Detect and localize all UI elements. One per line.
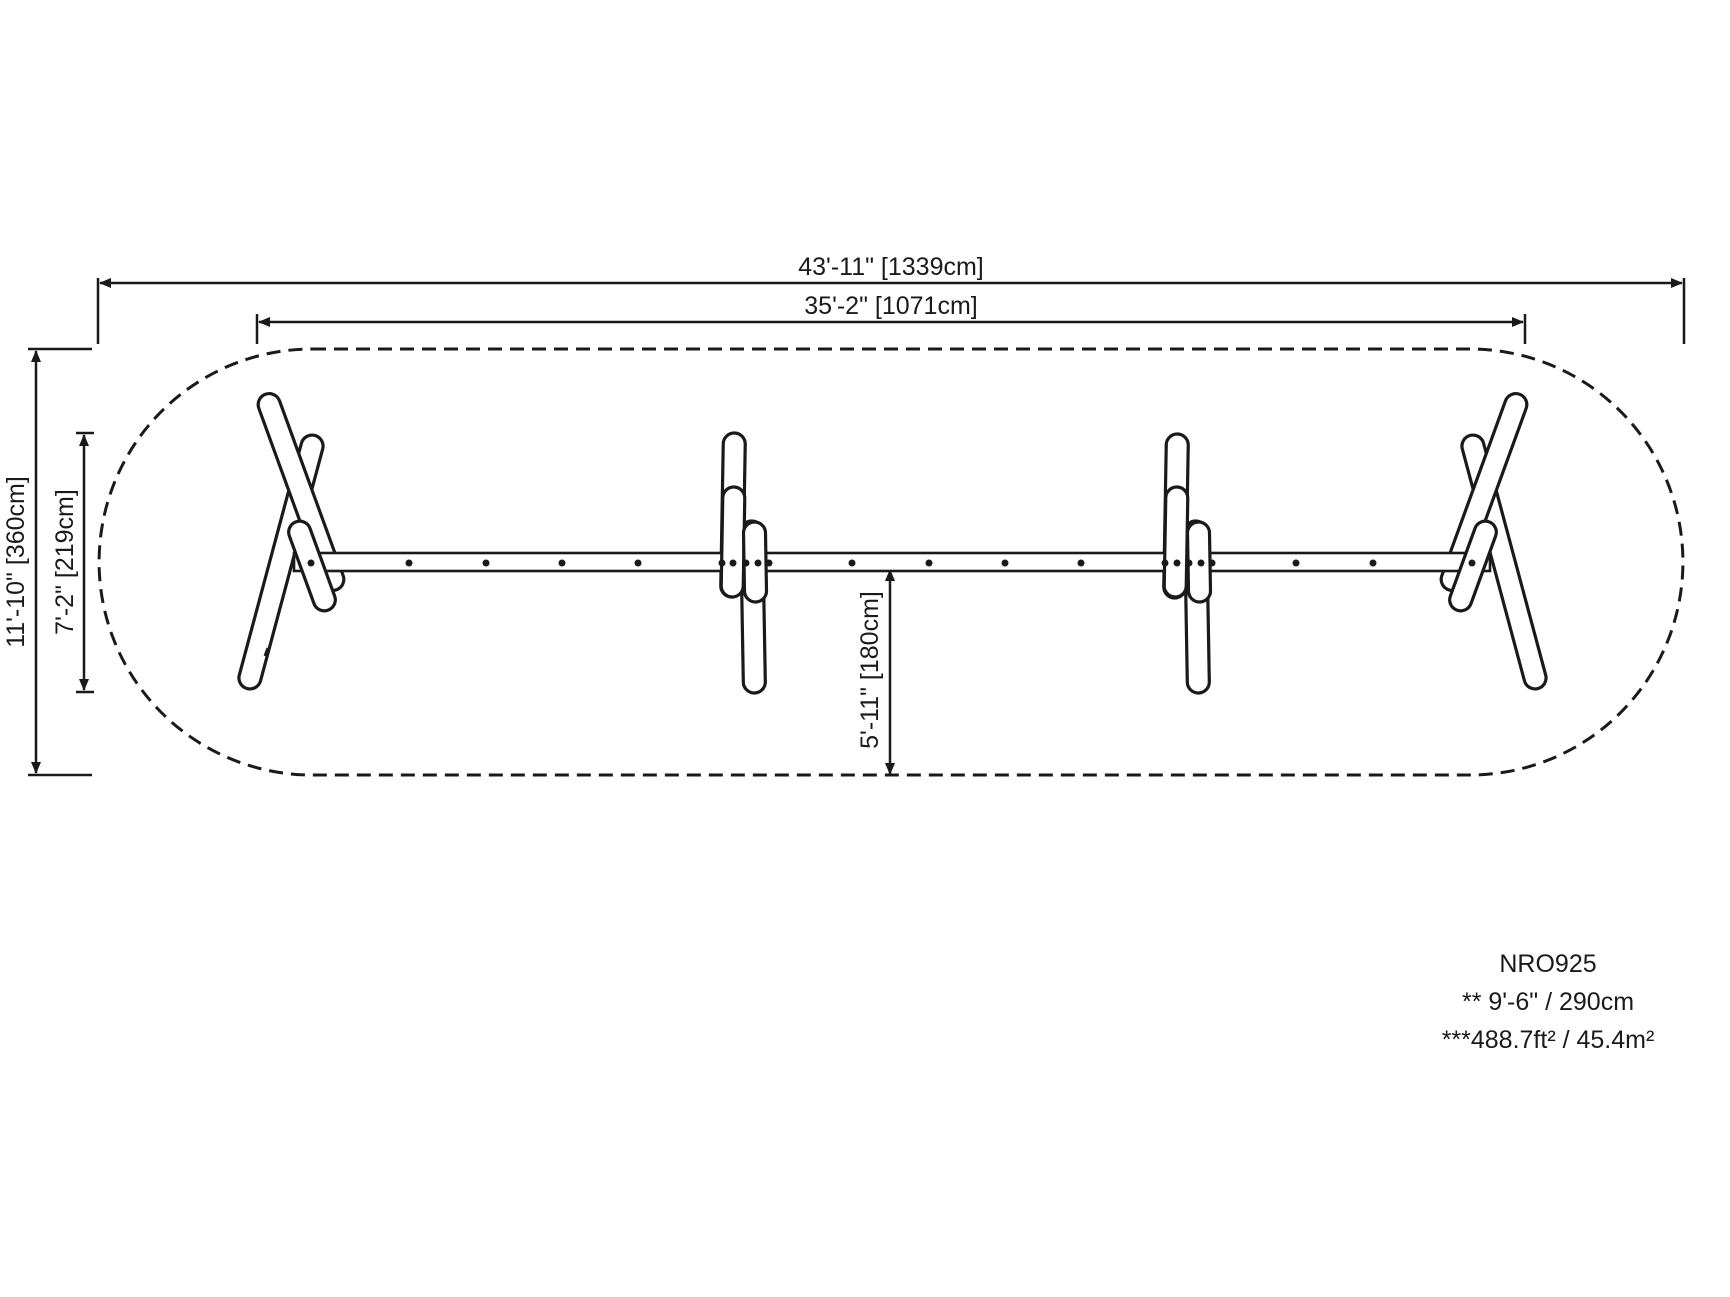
- beam-to-edge-label: 5'-11" [180cm]: [856, 591, 884, 749]
- beam-bolt: [1173, 559, 1181, 567]
- beam-bolt: [1077, 559, 1085, 567]
- beam-bolt: [307, 559, 315, 567]
- overall-length-label: 43'-11" [1339cm]: [798, 253, 984, 281]
- beam-bolts: [307, 559, 1476, 567]
- beam-bolt: [742, 559, 750, 567]
- beam-bolt: [405, 559, 413, 567]
- beam-bolt: [482, 559, 490, 567]
- right-end-a-frame: [1439, 392, 1548, 691]
- overall-width-dimension: 11'-10" [360cm]: [2, 347, 92, 777]
- beam-bolt: [634, 559, 642, 567]
- beam-bolt: [718, 559, 726, 567]
- beam-bolt: [1292, 559, 1300, 567]
- beam-bolt: [1001, 559, 1009, 567]
- area-note: ***488.7ft² / 45.4m²: [1441, 1026, 1655, 1054]
- left-end-a-frame: [237, 392, 346, 691]
- overall-width-label: 11'-10" [360cm]: [2, 476, 30, 648]
- beam-bolt: [1185, 559, 1193, 567]
- beam-bolt: [765, 559, 773, 567]
- beam-bolt: [1369, 559, 1377, 567]
- frame-width-label: 7'-2" [219cm]: [51, 489, 79, 635]
- beam-bolt: [1468, 559, 1476, 567]
- height-note: ** 9'-6" / 290cm: [1461, 988, 1635, 1016]
- frame-length-label: 35'-2" [1071cm]: [804, 292, 977, 320]
- frame-length-dimension: 35'-2" [1071cm]: [255, 292, 1527, 344]
- beam-bolt: [754, 559, 762, 567]
- beam-bolt: [848, 559, 856, 567]
- overall-length-dimension: 43'-11" [1339cm]: [96, 253, 1686, 344]
- top-beam: [292, 551, 1492, 573]
- beam-bolt: [1197, 559, 1205, 567]
- beam-bolt: [729, 559, 737, 567]
- frame-width-dimension: 7'-2" [219cm]: [51, 431, 94, 694]
- leg-overlays: [287, 485, 1498, 613]
- beam-to-edge-dimension: 5'-11" [180cm]: [847, 566, 905, 775]
- beam-bolt: [1161, 559, 1169, 567]
- beam-bolt: [558, 559, 566, 567]
- beam-bolt: [925, 559, 933, 567]
- safety-zone-outline: [97, 347, 1685, 777]
- model-number: NRO925: [1499, 950, 1597, 978]
- beam-bolt: [1208, 559, 1216, 567]
- product-notes: NRO925 ** 9'-6" / 290cm ***488.7ft² / 45…: [1368, 945, 1728, 1059]
